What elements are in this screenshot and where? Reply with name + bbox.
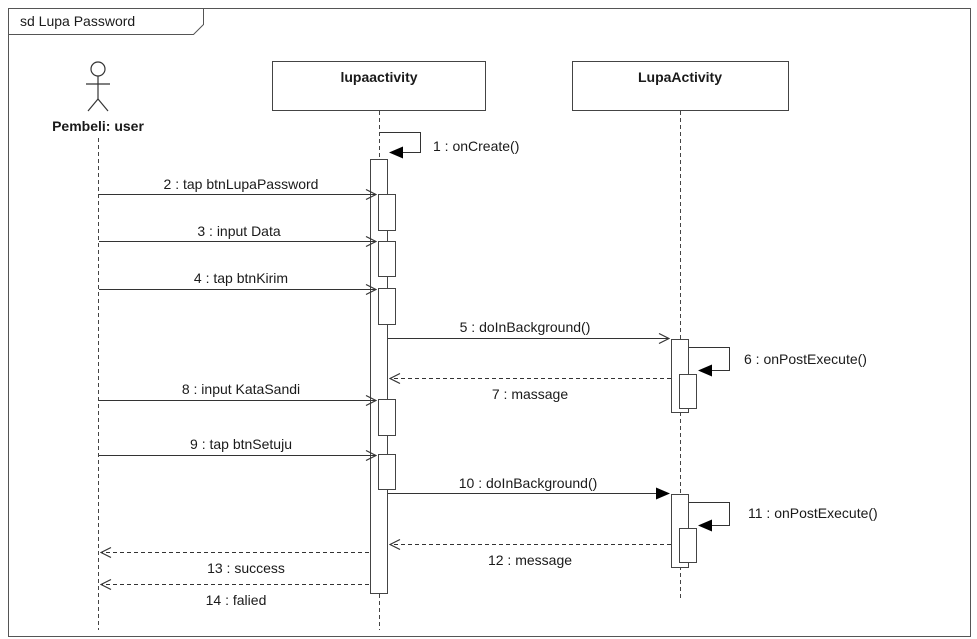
actor-user-icon	[86, 61, 110, 112]
activation-lupaactivity-4	[378, 288, 396, 325]
message-12-label: 12 : message	[488, 552, 572, 568]
activation-LupaActivity-6	[679, 374, 697, 409]
activation-lupaactivity-3	[378, 241, 396, 277]
message-11-label: 11 : onPostExecute()	[748, 505, 878, 521]
message-13-label: 13 : success	[207, 560, 285, 576]
activation-lupaactivity-9	[378, 454, 396, 490]
lifeline-lupaactivity-box	[272, 61, 486, 111]
message-6-label: 6 : onPostExecute()	[744, 351, 867, 367]
message-5-label: 5 : doInBackground()	[460, 319, 591, 335]
message-4-label: 4 : tap btnKirim	[194, 270, 288, 286]
message-9-label: 9 : tap btnSetuju	[190, 436, 292, 452]
message-6-arrow	[689, 347, 730, 377]
lifeline-LupaActivity-label: LupaActivity	[638, 69, 722, 85]
actor-user-label: Pembeli: user	[52, 118, 144, 134]
lifeline-LupaActivity-box	[572, 61, 789, 111]
message-7-label: 7 : massage	[492, 386, 568, 402]
message-1-arrow	[380, 132, 421, 159]
activation-lupaactivity-8	[378, 399, 396, 436]
message-11-arrow	[689, 502, 730, 532]
lifeline-lupaactivity-label: lupaactivity	[340, 69, 417, 85]
message-10-label: 10 : doInBackground()	[459, 475, 598, 491]
message-1-label: 1 : onCreate()	[433, 138, 519, 154]
activation-LupaActivity-11	[679, 528, 697, 563]
frame-title: sd Lupa Password	[20, 13, 135, 29]
diagram-frame	[8, 8, 971, 637]
message-3-label: 3 : input Data	[197, 223, 280, 239]
message-14-label: 14 : falied	[206, 592, 267, 608]
activation-lupaactivity-2	[378, 194, 396, 231]
message-8-label: 8 : input KataSandi	[182, 381, 300, 397]
frame-title-tab	[8, 8, 204, 35]
message-2-label: 2 : tap btnLupaPassword	[164, 176, 319, 192]
